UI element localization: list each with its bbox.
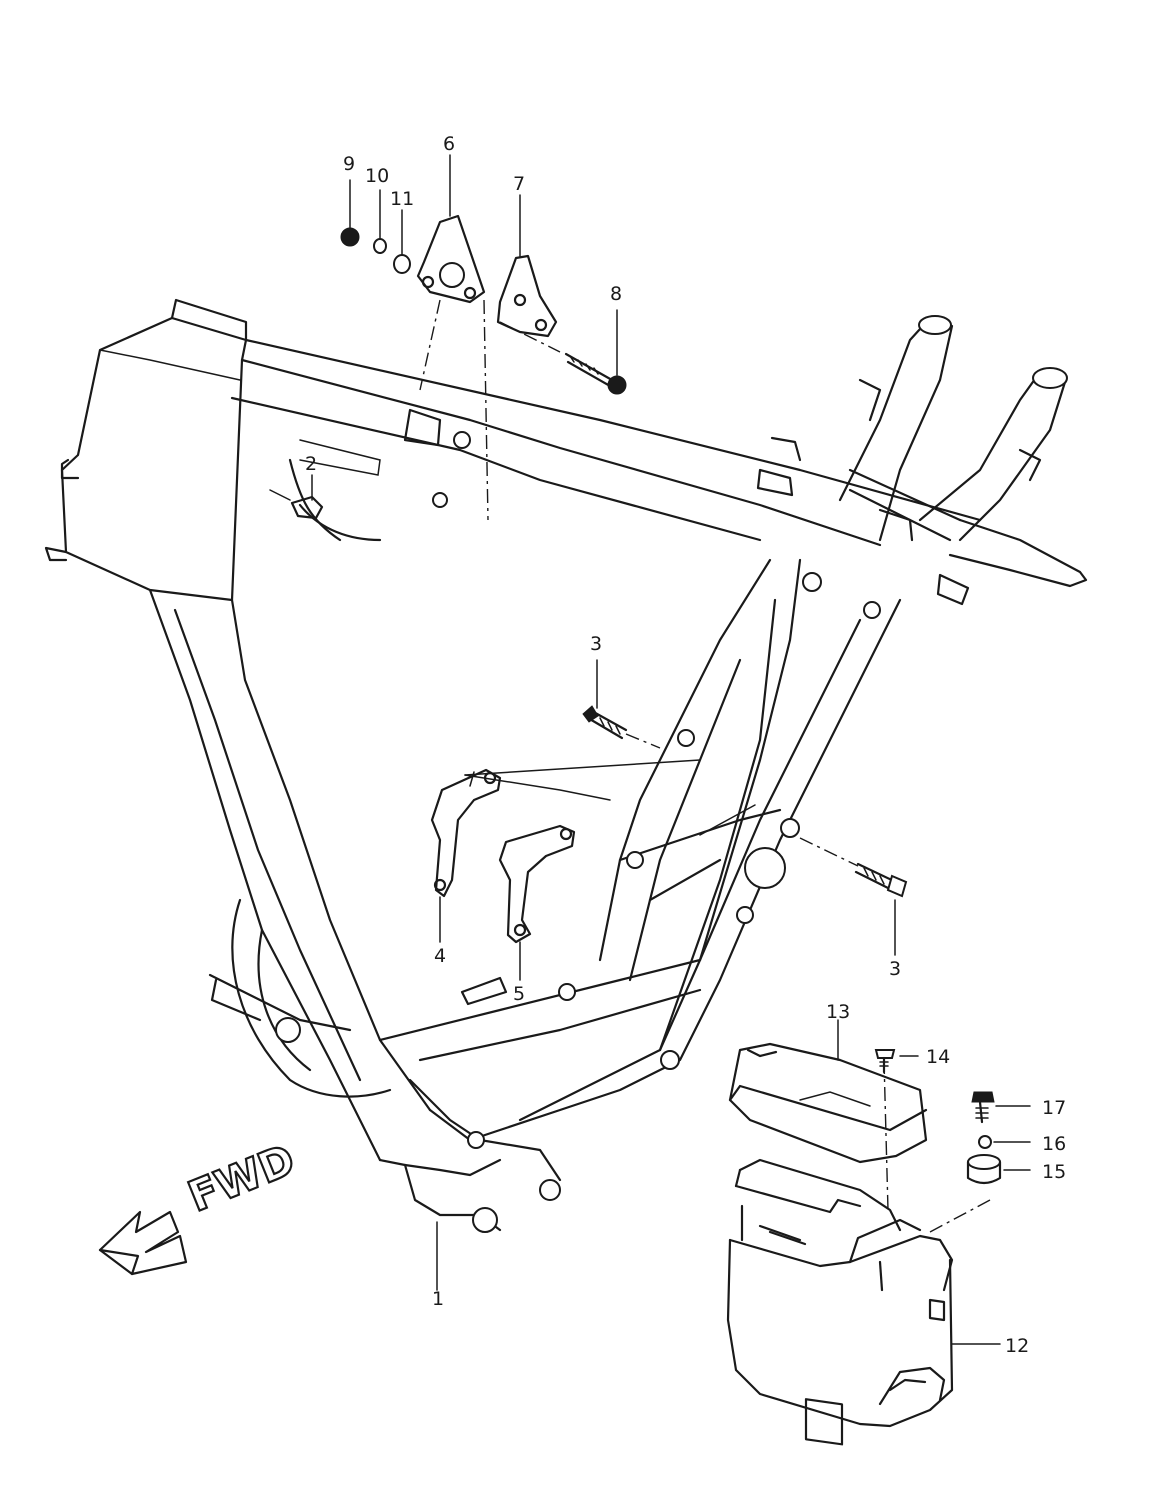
callout-washer-case: 16 <box>1042 1133 1066 1155</box>
washer-part <box>393 254 411 274</box>
callout-frame: 1 <box>432 1288 444 1310</box>
callout-nut: 9 <box>343 153 355 175</box>
callout-cushion: 15 <box>1042 1161 1066 1183</box>
callout-long-bolt: 8 <box>610 283 622 305</box>
cap-part <box>269 489 324 520</box>
leader-lines <box>311 154 896 1291</box>
screw-part <box>874 1049 919 1074</box>
bolt-right-part <box>799 837 908 898</box>
cover-part <box>728 1019 928 1164</box>
main-frame <box>44 298 1088 1233</box>
callout-battery-case: 12 <box>1005 1335 1029 1357</box>
bracket-a-part <box>430 768 502 898</box>
bracket-b-part <box>460 824 576 1006</box>
callout-bolt-case: 17 <box>1042 1097 1066 1119</box>
forward-label: FWD <box>181 1135 301 1222</box>
battery-case-part <box>726 1059 1001 1446</box>
callout-bracket-b: 5 <box>513 983 525 1005</box>
long-bolt-part <box>564 352 627 395</box>
bolt-middle-part <box>582 705 661 749</box>
plate-lower-part <box>496 254 561 353</box>
forward-arrow-icon <box>98 1210 188 1276</box>
plate-upper-part <box>416 214 489 521</box>
callout-bolt-middle: 3 <box>590 633 602 655</box>
callout-small-washer: 10 <box>365 165 389 187</box>
callout-bolt-right: 3 <box>889 958 901 980</box>
callout-plate-upper: 6 <box>443 133 455 155</box>
small-washer-part <box>373 238 387 254</box>
bolt-case-part <box>971 1091 1031 1124</box>
callout-screw: 14 <box>926 1046 950 1068</box>
callout-washer: 11 <box>390 188 414 210</box>
callout-plate-lower: 7 <box>513 173 525 195</box>
cushion-part <box>929 1154 1031 1233</box>
washer-case-part <box>978 1135 1031 1149</box>
callout-cover: 13 <box>826 1001 850 1023</box>
callout-bracket-a: 4 <box>434 945 446 967</box>
nut-part <box>340 227 360 247</box>
callout-cap: 2 <box>305 453 317 475</box>
